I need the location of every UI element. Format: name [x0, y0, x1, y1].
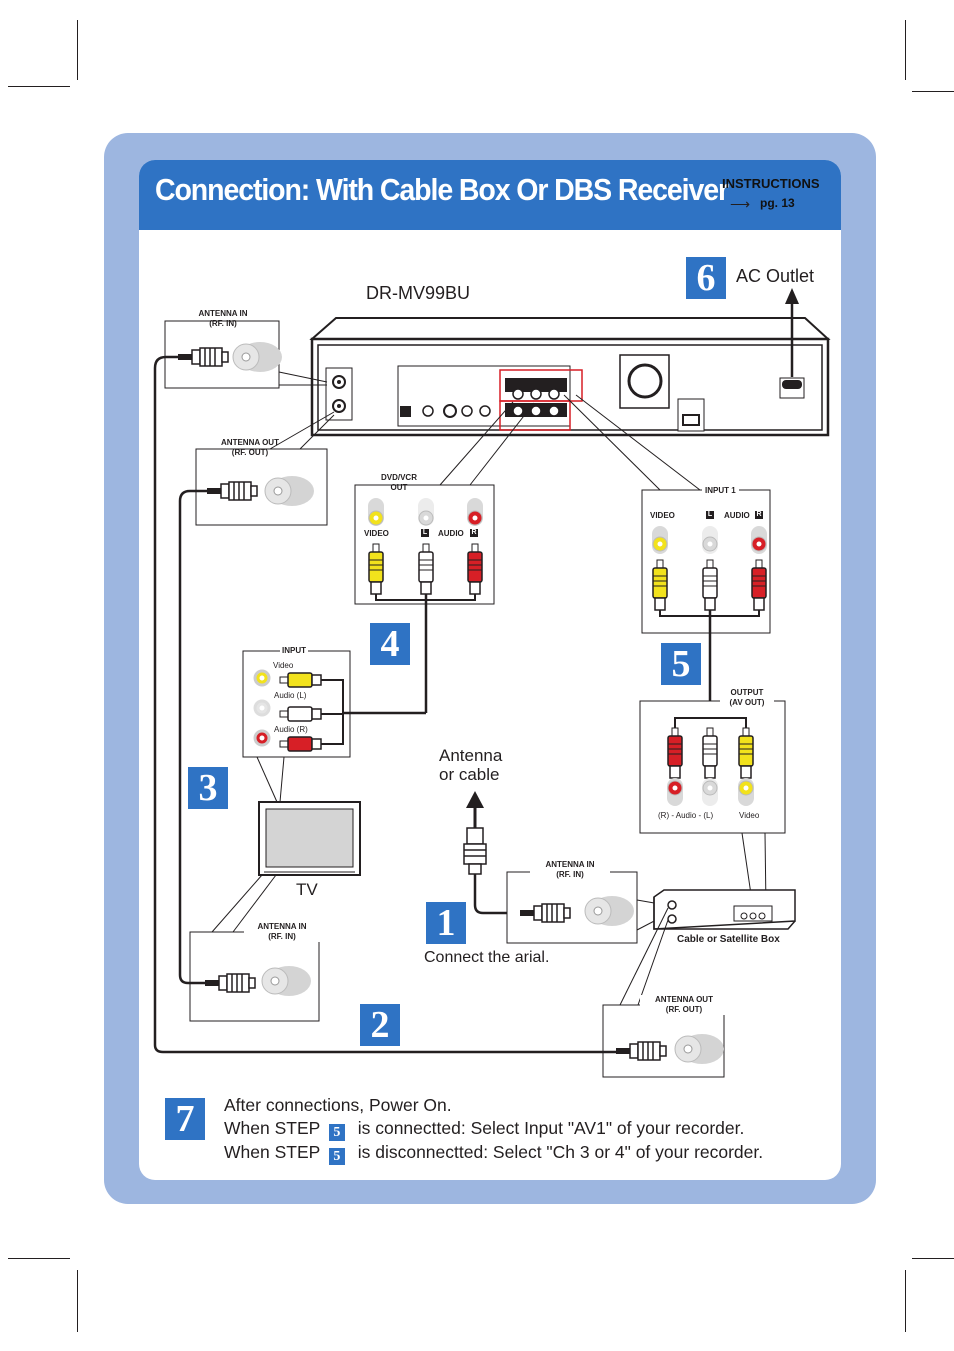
- page-title: Connection: With Cable Box Or DBS Receiv…: [155, 172, 729, 207]
- crop-mark: [77, 1270, 78, 1332]
- input1-l-badge: L: [706, 511, 714, 519]
- step-1-badge: 1: [426, 902, 466, 944]
- ac-arrow-icon: [785, 288, 799, 304]
- note-line-3-suffix: is disconnectted: Select "Ch 3 or 4" of …: [357, 1142, 764, 1162]
- step-5-inline-badge: 5: [328, 1148, 345, 1165]
- dvd-r-badge: R: [470, 529, 478, 537]
- av-out-audio-caption: (R) - Audio - (L): [658, 811, 714, 820]
- tv-set: [258, 801, 361, 876]
- step-5-badge: 5: [661, 643, 701, 685]
- cable-box-label: Cable or Satellite Box: [677, 934, 780, 945]
- note-line-3: When STEP 5 is disconnectted: Select "Ch…: [224, 1142, 763, 1165]
- antenna-in-cable-label: ANTENNA IN (RF. IN): [530, 860, 610, 880]
- instructions-label: INSTRUCTIONS: [722, 176, 820, 191]
- step-3-badge: 3: [188, 767, 228, 809]
- crop-mark: [8, 1258, 70, 1259]
- model-label: DR-MV99BU: [366, 283, 471, 303]
- title-banner: [139, 160, 841, 230]
- antenna-in-tv-panel: [189, 931, 320, 1022]
- instructions-arrow-icon: ⟶: [730, 196, 751, 212]
- crop-mark: [8, 86, 70, 87]
- dvd-audio-label: AUDIO: [438, 529, 464, 538]
- instructions-page: pg. 13: [760, 196, 795, 210]
- antenna-out-label-top: ANTENNA OUT (RF. OUT): [221, 438, 279, 457]
- note-line-2-suffix: is connectted: Select Input "AV1" of you…: [357, 1118, 745, 1138]
- note-line-2-prefix: When STEP: [224, 1118, 320, 1138]
- step-4-badge: 4: [370, 623, 410, 665]
- input1-video-label: VIDEO: [650, 511, 675, 520]
- ac-outlet-label: AC Outlet: [736, 266, 815, 286]
- step-7-badge: 7: [165, 1098, 205, 1140]
- tv-video-label: Video: [273, 661, 294, 670]
- note-line-1: After connections, Power On.: [224, 1095, 452, 1115]
- dvd-vcr-out-label: DVD/VCR OUT: [380, 473, 417, 492]
- antenna-arrow-icon: [466, 791, 484, 808]
- step-5-inline-badge: 5: [328, 1124, 345, 1141]
- crop-mark: [905, 1270, 906, 1332]
- rf-cable-tv: [178, 489, 207, 985]
- antenna-or-cable-label: Antenna or cable: [439, 746, 503, 784]
- crop-mark: [912, 1258, 954, 1259]
- av-out-label: OUTPUT (AV OUT): [720, 688, 774, 708]
- av-out-video-caption: Video: [739, 811, 760, 820]
- antenna-in-label-top: ANTENNA IN (RF. IN): [198, 309, 248, 328]
- input1-r-badge: R: [755, 511, 763, 519]
- tv-label: TV: [296, 880, 318, 899]
- recorder-device: [309, 317, 831, 437]
- tv-audio-l-label: Audio (L): [274, 691, 307, 700]
- tv-input-label: INPUT: [280, 646, 308, 656]
- crop-mark: [77, 20, 78, 80]
- step-2-badge: 2: [360, 1004, 400, 1046]
- input1-audio-label: AUDIO: [724, 511, 750, 520]
- step-6-badge: 6: [686, 257, 726, 299]
- input1-label: INPUT 1: [702, 486, 739, 496]
- note-line-2: When STEP 5 is connectted: Select Input …: [224, 1118, 744, 1141]
- tv-audio-r-label: Audio (R): [274, 725, 308, 734]
- connect-arial-label: Connect the arial.: [424, 949, 550, 966]
- antenna-plug: [463, 827, 487, 875]
- dvd-l-badge: L: [421, 529, 429, 537]
- note-line-3-prefix: When STEP: [224, 1142, 320, 1162]
- antenna-out-box-panel: [602, 1004, 725, 1078]
- dvd-video-label: VIDEO: [364, 529, 389, 538]
- crop-mark: [905, 20, 906, 80]
- rf-cable-long: [153, 355, 616, 1054]
- cable-satellite-box: [653, 889, 796, 930]
- crop-mark: [912, 91, 954, 92]
- antenna-out-box-label: ANTENNA OUT (RF. OUT): [640, 995, 728, 1015]
- antenna-in-tv-label: ANTENNA IN (RF. IN): [244, 922, 320, 942]
